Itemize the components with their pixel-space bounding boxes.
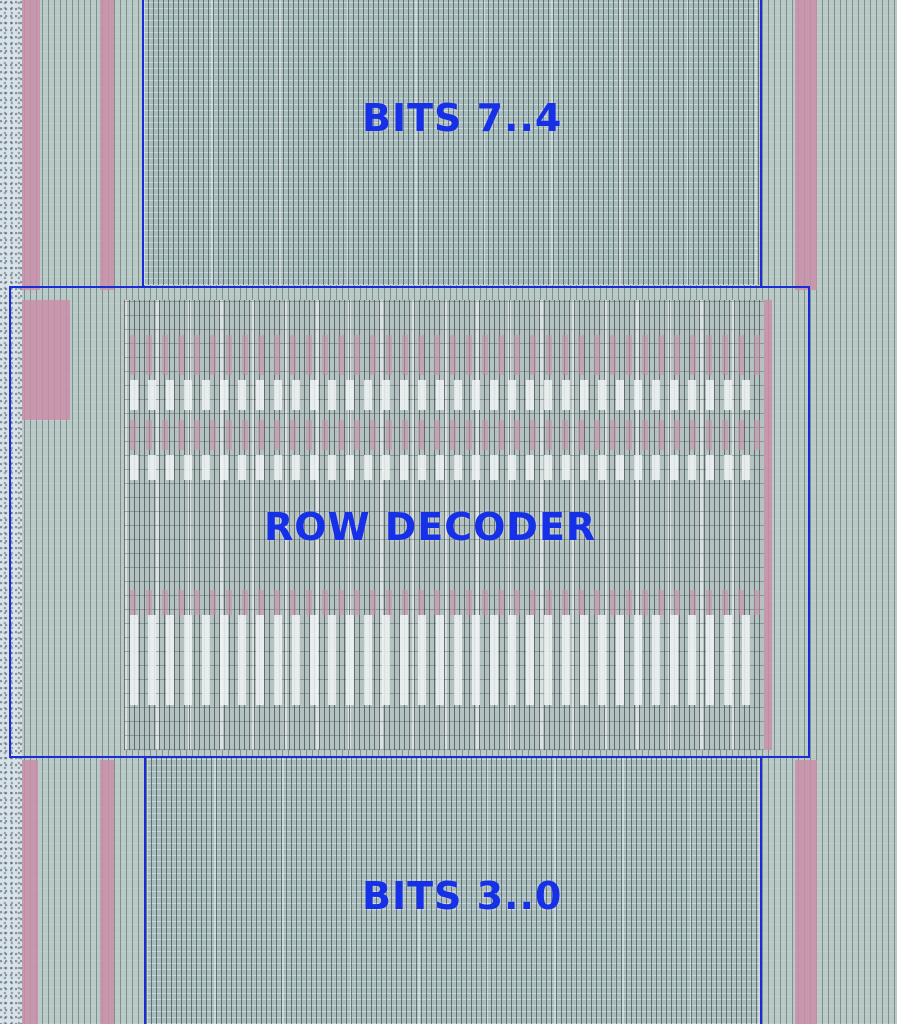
decoder-logic-band bbox=[130, 335, 760, 375]
upper-array-label: BITS 7..4 bbox=[362, 96, 563, 140]
upper-array-outline bbox=[142, 0, 762, 288]
poly-stripe bbox=[22, 300, 70, 420]
poly-stripe bbox=[100, 0, 114, 290]
upper-memory-array bbox=[143, 0, 759, 285]
lower-array-label: BITS 3..0 bbox=[362, 874, 563, 918]
decoder-logic-band bbox=[130, 455, 760, 480]
lower-array-outline bbox=[144, 756, 762, 1024]
die-edge bbox=[0, 0, 22, 1024]
poly-stripe bbox=[795, 0, 817, 290]
row-decoder-label: ROW DECODER bbox=[264, 505, 597, 549]
poly-stripe bbox=[22, 0, 40, 290]
poly-stripe bbox=[22, 760, 38, 1024]
poly-stripe bbox=[100, 760, 114, 1024]
poly-stripe bbox=[795, 760, 817, 1024]
decoder-logic-band bbox=[130, 380, 760, 410]
decoder-logic-band bbox=[130, 615, 760, 705]
decoder-logic-band bbox=[130, 590, 760, 615]
decoder-logic-band bbox=[130, 420, 760, 450]
lower-memory-array bbox=[146, 758, 760, 1024]
